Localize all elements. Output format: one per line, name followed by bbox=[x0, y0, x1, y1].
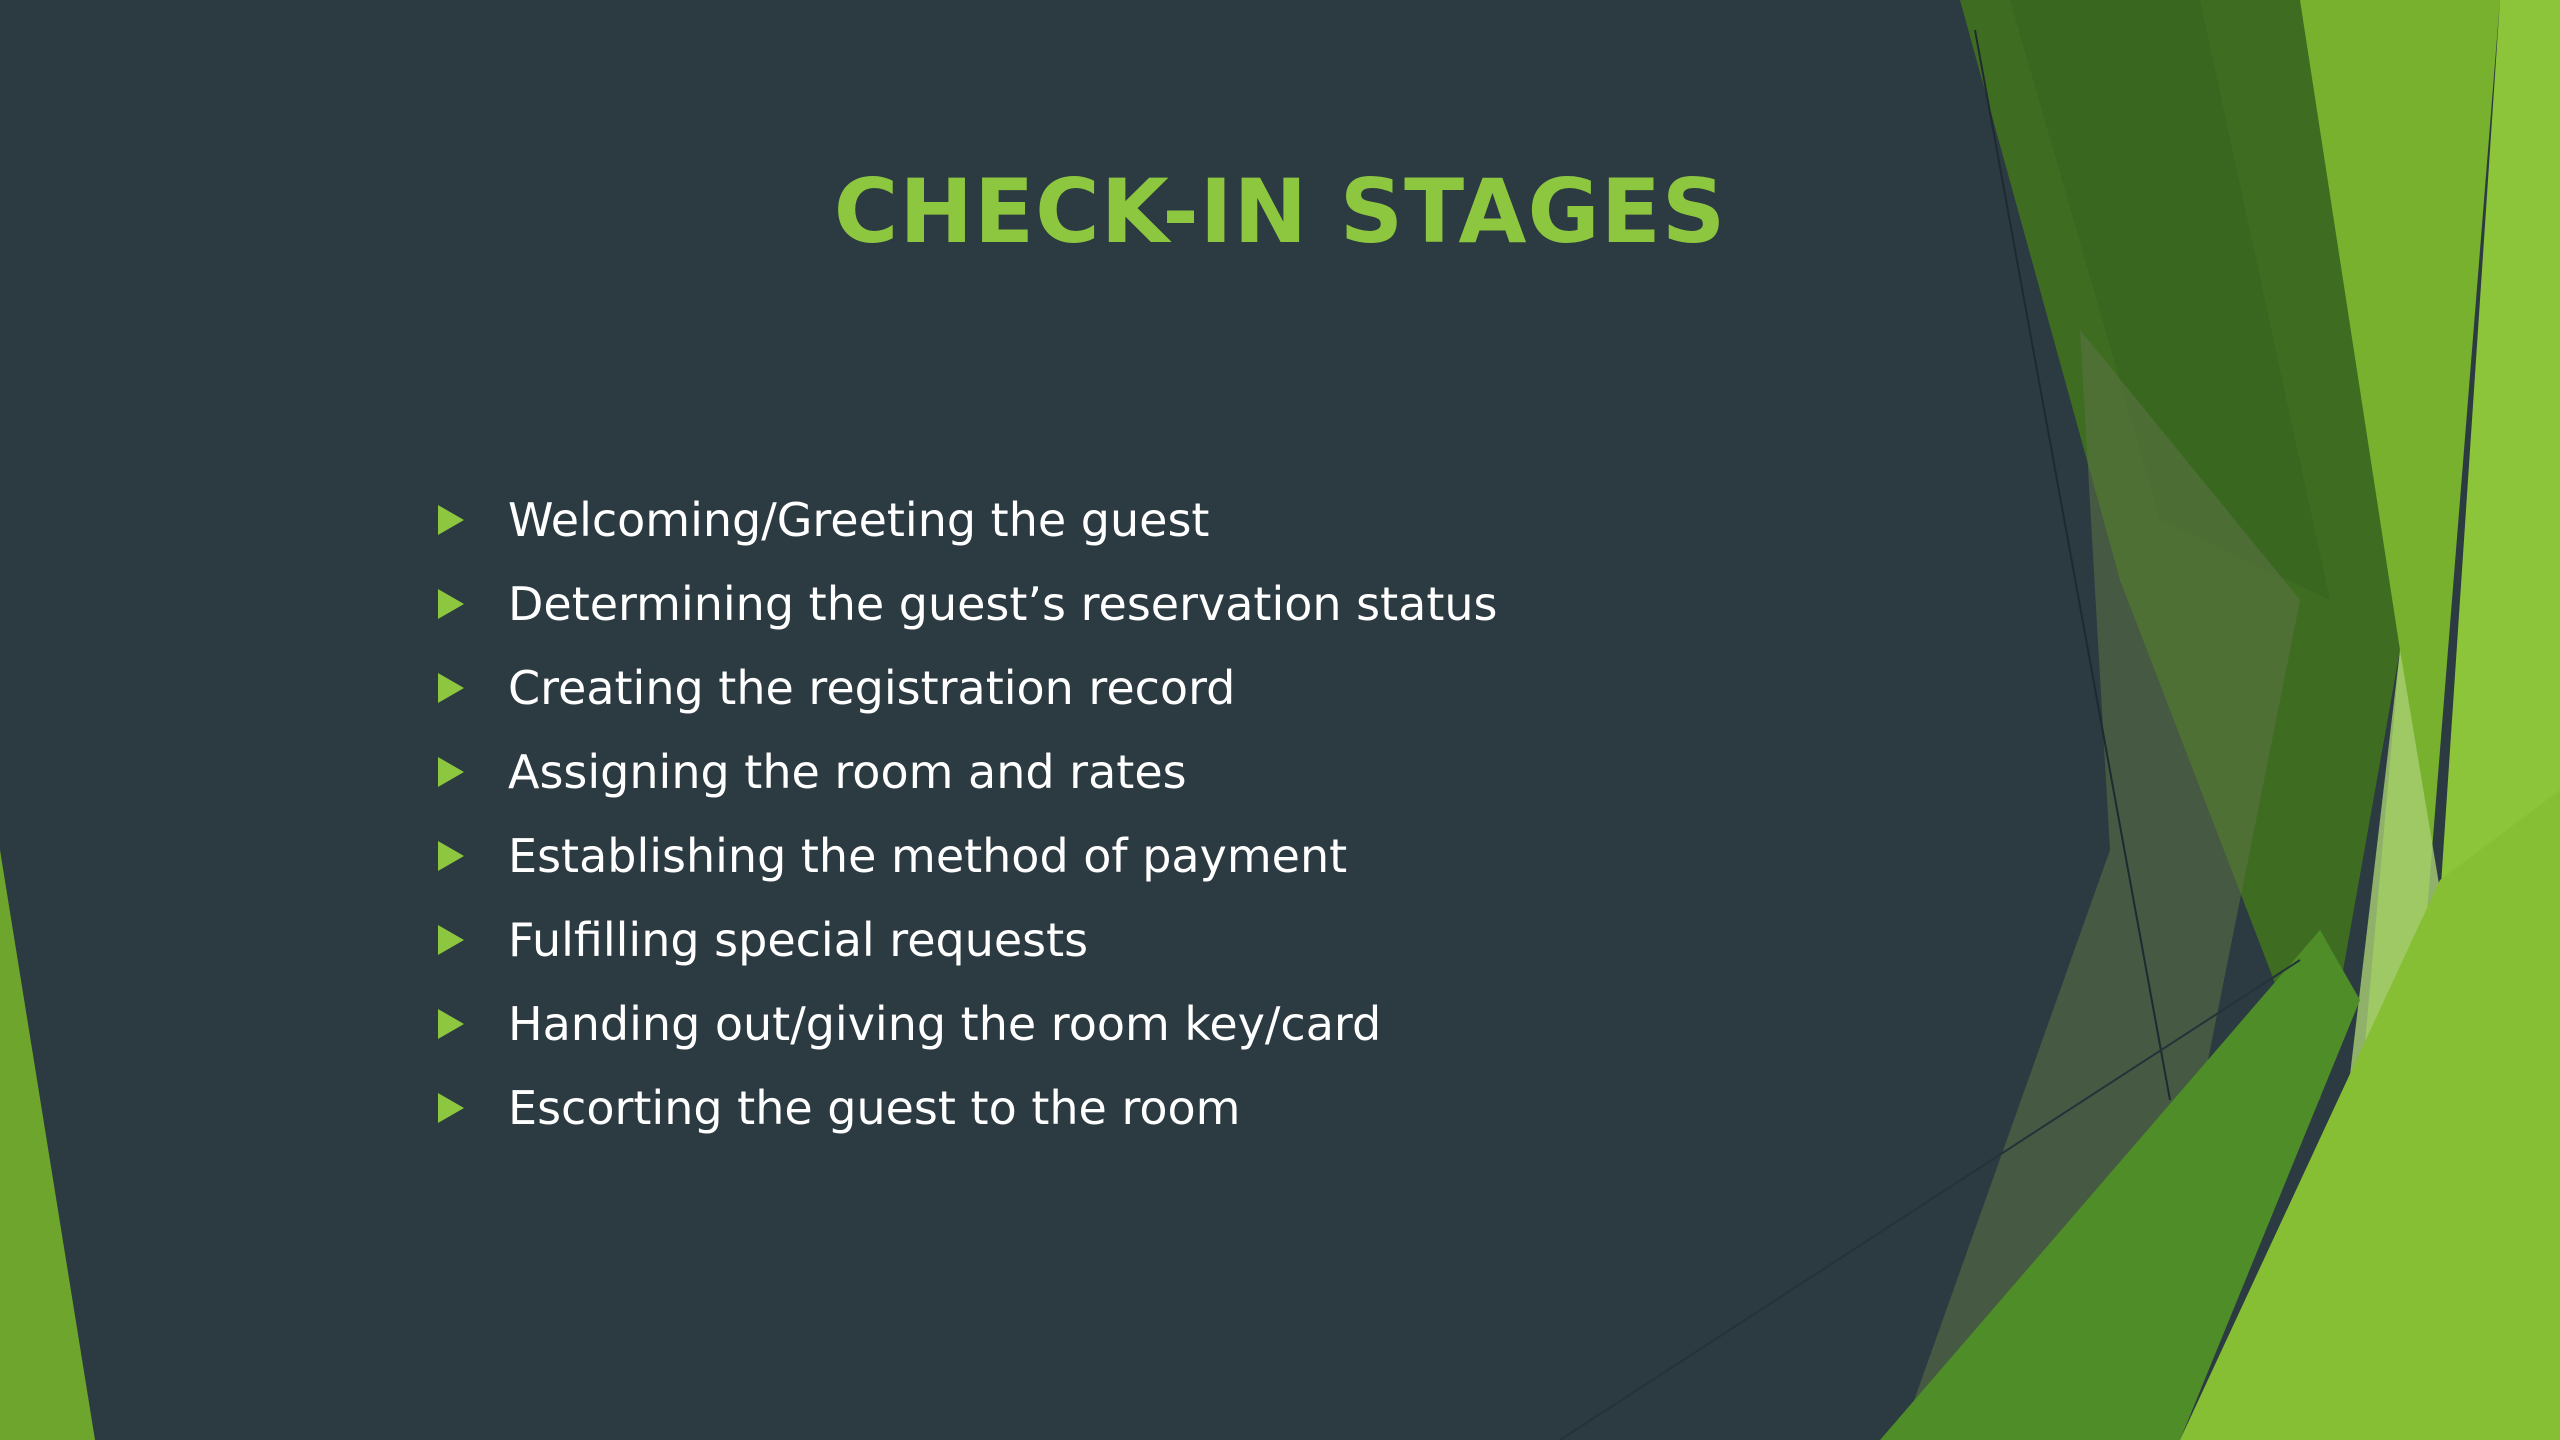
left-green-shape bbox=[0, 850, 95, 1440]
triangle-bullet-icon bbox=[438, 1009, 464, 1039]
triangle-bullet-icon bbox=[438, 505, 464, 535]
deep-green-shape bbox=[2010, 0, 2330, 600]
pale-green-facet bbox=[2340, 650, 2450, 1160]
bullet-text: Assigning the room and rates bbox=[508, 745, 1187, 799]
list-item: Creating the registration record bbox=[430, 646, 1930, 730]
diagonal-line-1 bbox=[1974, 29, 2171, 1101]
diagonal-line-2 bbox=[1559, 959, 2301, 1440]
bullet-text: Escorting the guest to the room bbox=[508, 1081, 1241, 1135]
grey-green-facet bbox=[1900, 330, 2300, 1440]
triangle-bullet-icon bbox=[438, 757, 464, 787]
bullet-text: Fulfilling special requests bbox=[508, 913, 1089, 967]
list-item: Escorting the guest to the room bbox=[430, 1066, 1930, 1150]
slide-title: CHECK-IN STAGES bbox=[0, 160, 2560, 263]
bottom-lime-wedge bbox=[2180, 790, 2560, 1440]
list-item: Assigning the room and rates bbox=[430, 730, 1930, 814]
bright-green-band bbox=[2300, 0, 2500, 1100]
list-item: Fulfilling special requests bbox=[430, 898, 1930, 982]
list-item: Determining the guest’s reservation stat… bbox=[430, 562, 1930, 646]
triangle-bullet-icon bbox=[438, 925, 464, 955]
list-item: Welcoming/Greeting the guest bbox=[430, 478, 1930, 562]
list-item: Handing out/giving the room key/card bbox=[430, 982, 1930, 1066]
triangle-bullet-icon bbox=[438, 841, 464, 871]
list-item: Establishing the method of payment bbox=[430, 814, 1930, 898]
bullet-text: Determining the guest’s reservation stat… bbox=[508, 577, 1498, 631]
triangle-bullet-icon bbox=[438, 673, 464, 703]
bullet-text: Creating the registration record bbox=[508, 661, 1236, 715]
bullet-text: Handing out/giving the room key/card bbox=[508, 997, 1382, 1051]
bottom-green-wedge bbox=[1880, 930, 2360, 1440]
bullet-text: Welcoming/Greeting the guest bbox=[508, 493, 1210, 547]
triangle-bullet-icon bbox=[438, 589, 464, 619]
bullet-list: Welcoming/Greeting the guest Determining… bbox=[430, 478, 1930, 1150]
triangle-bullet-icon bbox=[438, 1093, 464, 1123]
bullet-text: Establishing the method of payment bbox=[508, 829, 1348, 883]
slide-title-text: CHECK-IN STAGES bbox=[833, 160, 1727, 263]
